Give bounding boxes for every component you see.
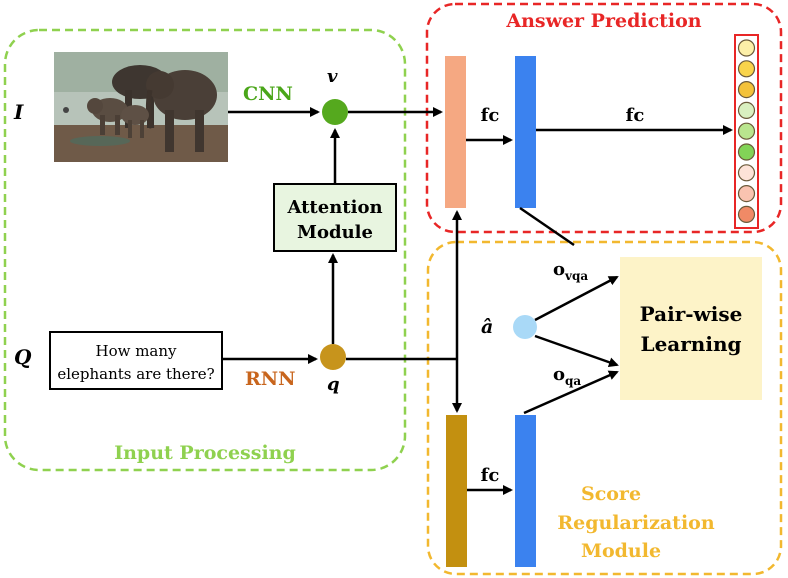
oqa-arrow — [534, 334, 619, 368]
output-score-circle — [737, 39, 756, 57]
pairwise-learning-box — [620, 257, 762, 400]
output-score-circle — [737, 185, 756, 203]
score-regularization-group — [426, 240, 783, 576]
input-processing-group — [3, 28, 407, 472]
output-score-circle — [737, 143, 756, 161]
score-module-title-line2: Regularization — [557, 512, 715, 534]
fc2-label: fc — [626, 105, 645, 126]
output-score-circle — [737, 101, 756, 120]
answer-fc-bar — [515, 56, 536, 208]
attention-module-line2: Module — [297, 222, 373, 243]
fc1-label: fc — [481, 105, 500, 126]
o-vqa-label: ovqa — [553, 259, 588, 283]
o-qa-base: o — [553, 364, 565, 385]
fused-feature-bar — [445, 56, 466, 208]
score-module-title-line1: Score — [581, 483, 641, 505]
qa-feature-bar — [446, 415, 467, 567]
ovqa-arrow — [534, 275, 619, 322]
attention-module-box — [273, 183, 397, 252]
output-score-circle — [737, 205, 756, 223]
output-score-circle — [737, 122, 756, 140]
qa-fc-to-pairwise-arrow — [523, 370, 619, 415]
o-vqa-base: o — [553, 259, 565, 280]
q-node — [320, 344, 346, 370]
question-text-line1: How many — [95, 342, 177, 360]
rnn-label: RNN — [245, 368, 296, 390]
image-variable-label: I — [13, 100, 24, 124]
question-box — [49, 331, 223, 390]
output-score-circle — [737, 80, 756, 99]
q-label: q — [327, 374, 340, 395]
o-qa-label: oqa — [553, 364, 581, 388]
v-label: v — [327, 66, 338, 87]
cnn-label: CNN — [243, 83, 293, 105]
pairwise-line1: Pair-wise — [640, 302, 743, 326]
vqa-to-ahat-line — [519, 206, 575, 247]
output-score-circle — [737, 60, 756, 78]
a-hat-node — [513, 315, 537, 339]
v-node — [322, 99, 348, 125]
question-text-line2: elephants are there? — [57, 365, 214, 383]
answer-prediction-title: Answer Prediction — [505, 10, 701, 32]
qa-fc-bar — [515, 415, 536, 567]
o-qa-sub: qa — [565, 374, 581, 388]
elephants-photo — [54, 52, 228, 162]
answer-prediction-group — [425, 2, 783, 234]
pairwise-line2: Learning — [641, 332, 742, 356]
output-score-circle — [737, 164, 756, 182]
score-module-title-line3: Module — [581, 540, 661, 562]
o-vqa-sub: vqa — [564, 269, 588, 283]
input-processing-title: Input Processing — [114, 442, 296, 464]
connections — [222, 107, 733, 495]
fc3-label: fc — [481, 465, 500, 486]
attention-module-line1: Attention — [286, 197, 382, 218]
question-variable-label: Q — [14, 345, 32, 369]
output-scores-frame — [734, 34, 759, 229]
output-scores — [737, 39, 756, 223]
a-hat-label: â — [481, 316, 493, 338]
